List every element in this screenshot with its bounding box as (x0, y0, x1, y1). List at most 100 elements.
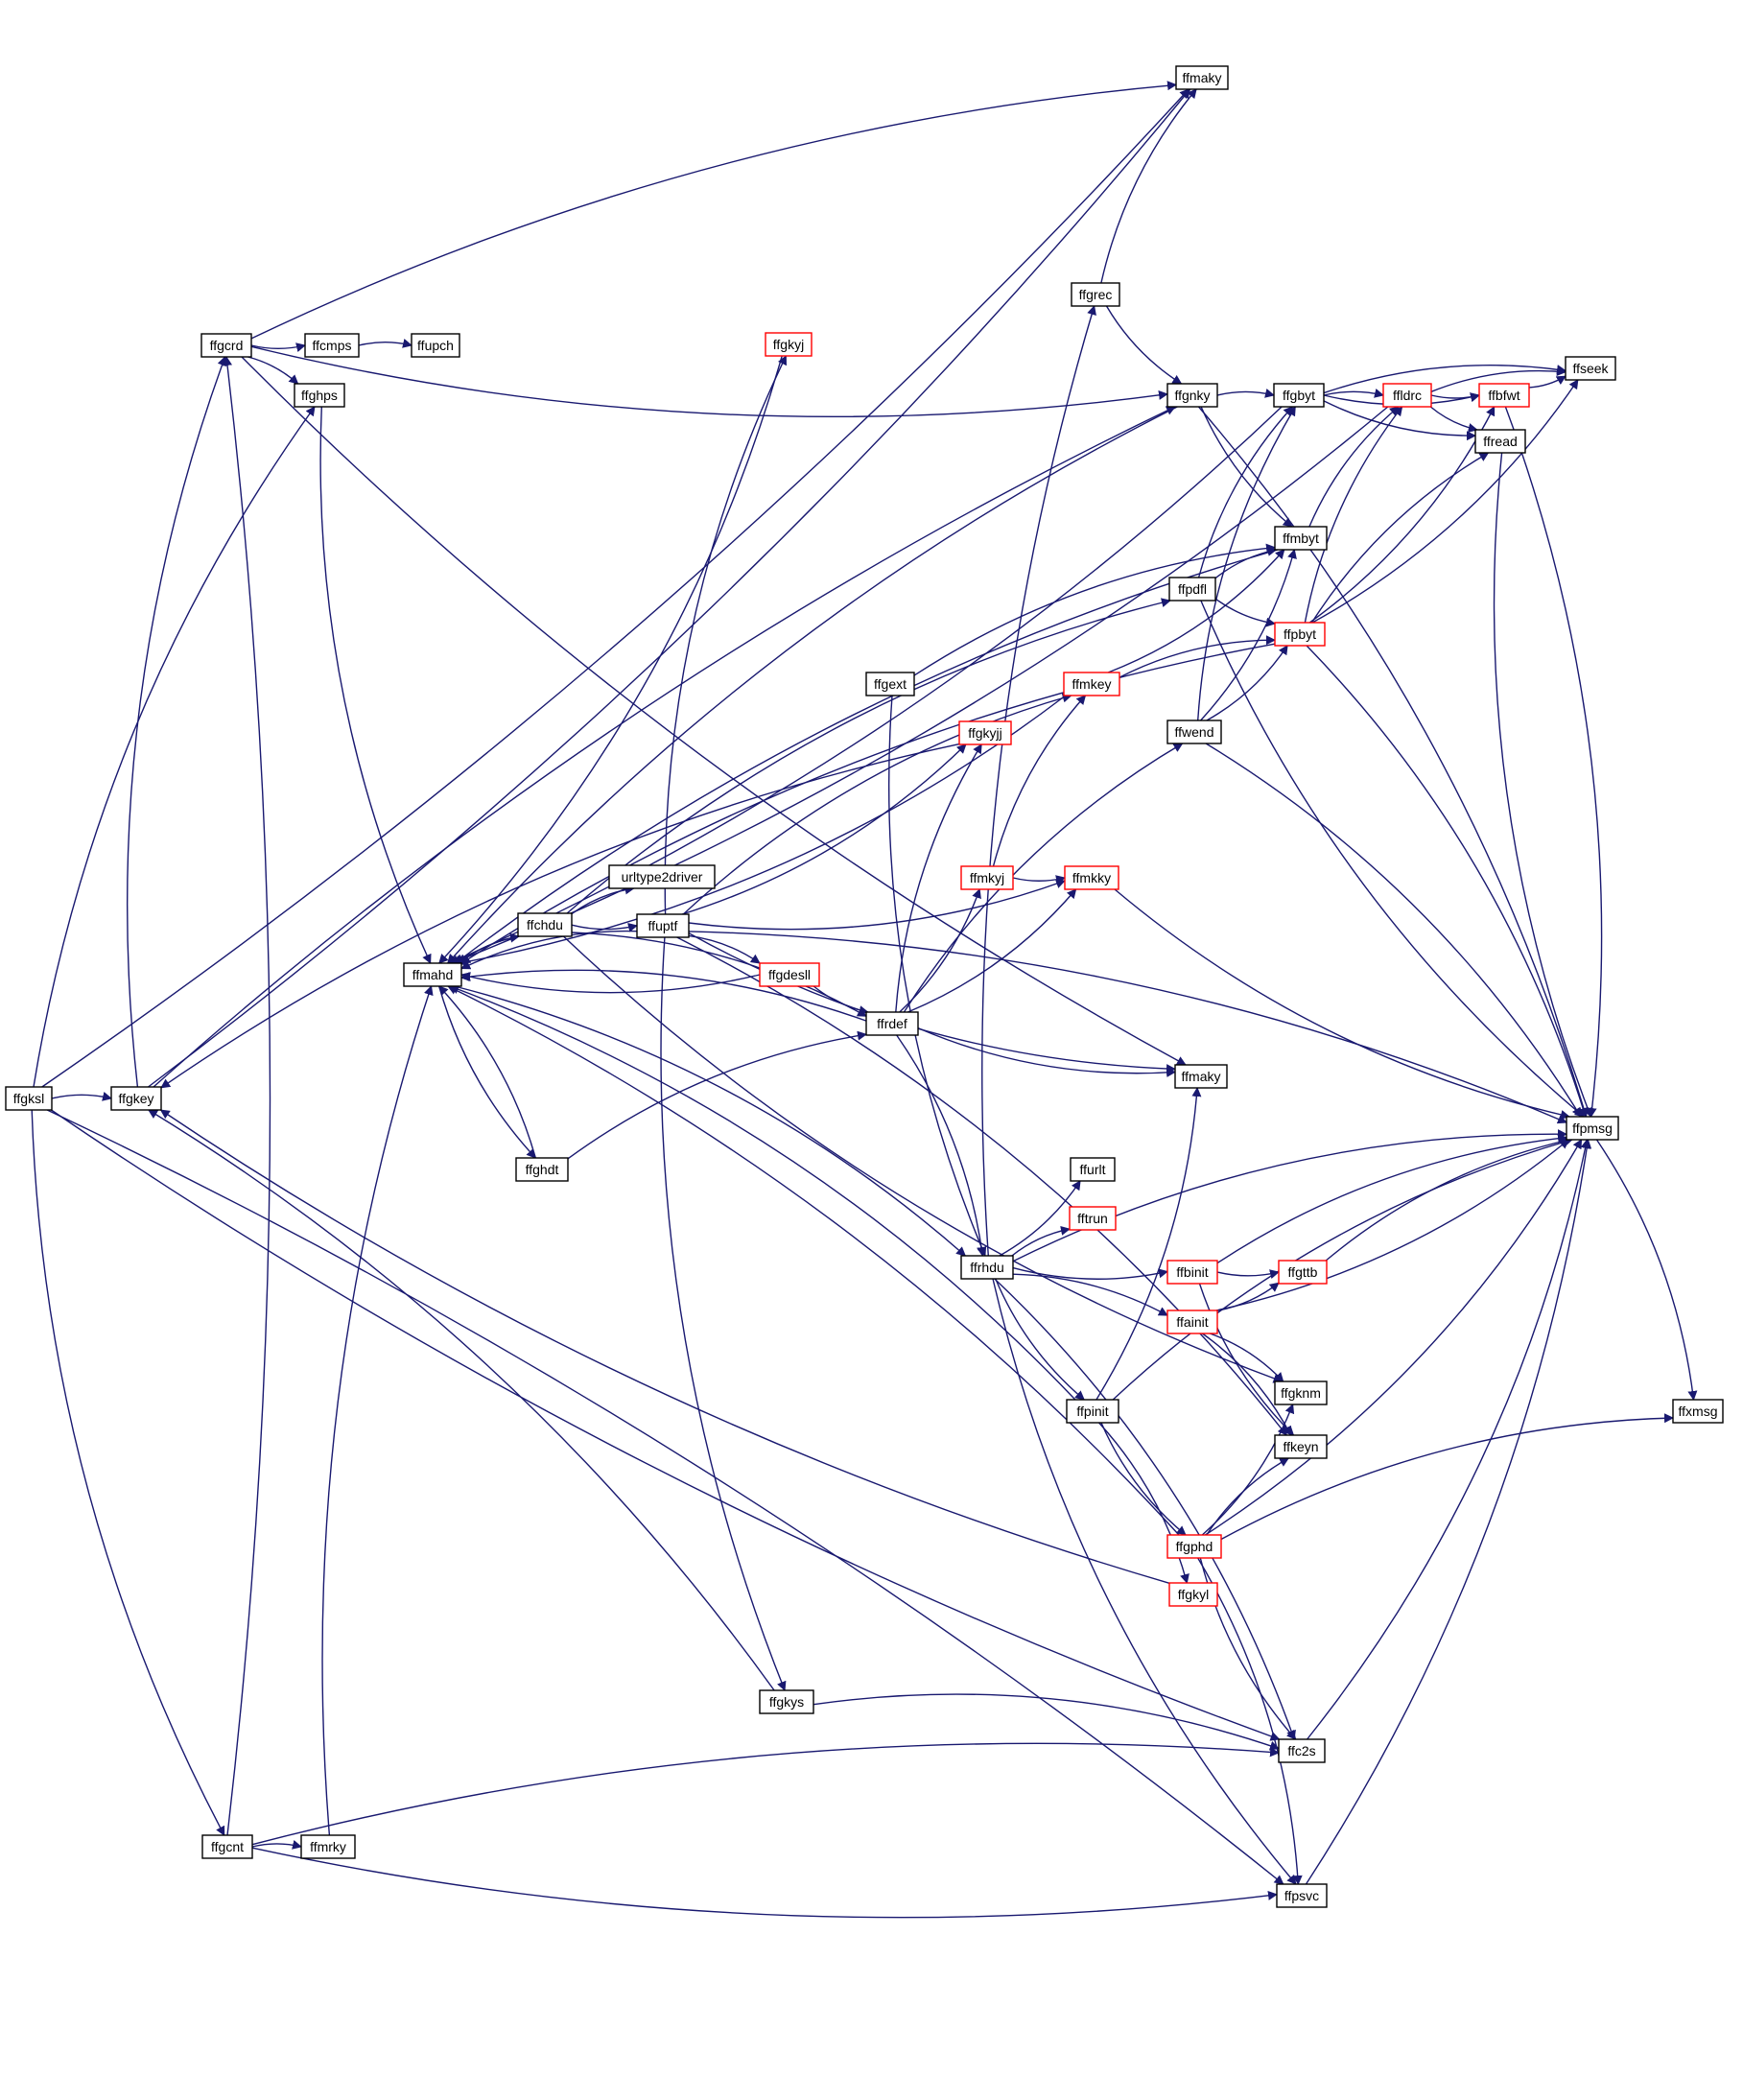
node-ffpbyt[interactable]: ffpbyt (1274, 622, 1326, 647)
node-box-ffgphd[interactable] (1166, 1534, 1222, 1559)
node-box-ffgkyl[interactable] (1168, 1582, 1218, 1607)
node-ffpmsg[interactable]: ffpmsg (1566, 1116, 1619, 1141)
node-box-ffgbyt[interactable] (1273, 383, 1325, 408)
node-box-ffcmps[interactable] (304, 333, 360, 358)
node-box-ffc2s[interactable] (1278, 1738, 1326, 1763)
node-box-ffseek[interactable] (1565, 356, 1616, 381)
node-ffupch[interactable]: ffupch (411, 333, 460, 358)
node-ffcmps[interactable]: ffcmps (304, 333, 360, 358)
node-ffmkyj[interactable]: ffmkyj (960, 865, 1014, 890)
node-box-ffmkyj[interactable] (960, 865, 1014, 890)
node-ffpinit[interactable]: ffpinit (1066, 1399, 1119, 1424)
node-box-ffpbyt[interactable] (1274, 622, 1326, 647)
node-box-ffghps[interactable] (294, 383, 345, 408)
node-box-ffread[interactable] (1474, 429, 1526, 454)
node-box-ffxmsg[interactable] (1672, 1399, 1724, 1424)
node-ffgksl[interactable]: ffgksl (5, 1086, 53, 1111)
node-ffbfwt[interactable]: ffbfwt (1478, 383, 1530, 408)
node-box-ffainit[interactable] (1166, 1310, 1218, 1334)
node-ffread[interactable]: ffread (1474, 429, 1526, 454)
node-box-ffgnky[interactable] (1166, 383, 1218, 408)
node-ffgkey[interactable]: ffgkey (110, 1086, 162, 1111)
node-box-ffgkyj_top[interactable] (765, 332, 813, 357)
node-box-ffpsvc[interactable] (1276, 1883, 1328, 1908)
node-ffurlt[interactable]: ffurlt (1070, 1157, 1116, 1182)
node-box-ffkeyn[interactable] (1274, 1434, 1328, 1459)
node-ffldrc[interactable]: ffldrc (1382, 383, 1432, 408)
node-ffmrky[interactable]: ffmrky (300, 1834, 356, 1859)
node-box-ffpdfl[interactable] (1168, 577, 1216, 602)
node-ffseek[interactable]: ffseek (1565, 356, 1616, 381)
node-box-ffpinit[interactable] (1066, 1399, 1119, 1424)
node-box-ffgknm[interactable] (1274, 1380, 1328, 1405)
node-box-ffgext[interactable] (865, 672, 915, 696)
node-ffmaky_top[interactable]: ffmaky (1175, 65, 1229, 90)
node-box-ffgdesll[interactable] (759, 962, 820, 987)
node-box-ffrdef[interactable] (865, 1011, 919, 1036)
node-box-ffmaky_top[interactable] (1175, 65, 1229, 90)
node-box-ffghdt[interactable] (515, 1157, 569, 1182)
node-ffxmsg[interactable]: ffxmsg (1672, 1399, 1724, 1424)
node-ffrdef[interactable]: ffrdef (865, 1011, 919, 1036)
node-box-ffldrc[interactable] (1382, 383, 1432, 408)
node-fftrun[interactable]: fftrun (1069, 1206, 1117, 1231)
node-ffbinit[interactable]: ffbinit (1166, 1260, 1218, 1285)
node-ffchdu[interactable]: ffchdu (517, 912, 573, 937)
node-ffgkyl[interactable]: ffgkyl (1168, 1582, 1218, 1607)
node-ffghdt[interactable]: ffghdt (515, 1157, 569, 1182)
node-box-ffupch[interactable] (411, 333, 460, 358)
node-box-ffgkyjj[interactable] (958, 720, 1012, 745)
node-ffc2s[interactable]: ffc2s (1278, 1738, 1326, 1763)
node-box-ffgcrd[interactable] (200, 333, 252, 358)
node-box-ffmkky[interactable] (1064, 865, 1119, 890)
node-box-ffgrec[interactable] (1071, 282, 1120, 307)
node-ffmaky_mid[interactable]: ffmaky (1174, 1064, 1228, 1089)
node-box-urltype2driver[interactable] (608, 864, 716, 889)
node-ffainit[interactable]: ffainit (1166, 1310, 1218, 1334)
node-box-ffmbyt[interactable] (1274, 526, 1328, 551)
node-ffpdfl[interactable]: ffpdfl (1168, 577, 1216, 602)
node-ffgcnt[interactable]: ffgcnt (201, 1834, 253, 1859)
node-box-ffgcnt[interactable] (201, 1834, 253, 1859)
node-box-ffurlt[interactable] (1070, 1157, 1116, 1182)
node-ffgttb[interactable]: ffgttb (1278, 1260, 1328, 1285)
node-urltype2driver[interactable]: urltype2driver (608, 864, 716, 889)
node-box-ffgkys[interactable] (759, 1689, 814, 1714)
node-ffmbyt[interactable]: ffmbyt (1274, 526, 1328, 551)
node-ffmkky[interactable]: ffmkky (1064, 865, 1119, 890)
node-box-ffbinit[interactable] (1166, 1260, 1218, 1285)
node-ffgkyj_top[interactable]: ffgkyj (765, 332, 813, 357)
node-box-ffchdu[interactable] (517, 912, 573, 937)
node-box-fftrun[interactable] (1069, 1206, 1117, 1231)
node-ffgbyt[interactable]: ffgbyt (1273, 383, 1325, 408)
node-box-ffwend[interactable] (1166, 720, 1222, 744)
node-ffgcrd[interactable]: ffgcrd (200, 333, 252, 358)
node-ffgphd[interactable]: ffgphd (1166, 1534, 1222, 1559)
node-box-ffuptf[interactable] (636, 913, 690, 938)
node-box-ffgksl[interactable] (5, 1086, 53, 1111)
node-ffgrec[interactable]: ffgrec (1071, 282, 1120, 307)
node-ffpsvc[interactable]: ffpsvc (1276, 1883, 1328, 1908)
node-ffgkys[interactable]: ffgkys (759, 1689, 814, 1714)
node-ffmahd[interactable]: ffmahd (403, 962, 462, 987)
node-ffgkyjj[interactable]: ffgkyjj (958, 720, 1012, 745)
node-ffgext[interactable]: ffgext (865, 672, 915, 696)
node-box-ffmaky_mid[interactable] (1174, 1064, 1228, 1089)
node-box-ffgttb[interactable] (1278, 1260, 1328, 1285)
node-box-ffpmsg[interactable] (1566, 1116, 1619, 1141)
node-ffmkey[interactable]: ffmkey (1063, 672, 1120, 696)
node-ffgdesll[interactable]: ffgdesll (759, 962, 820, 987)
node-ffgknm[interactable]: ffgknm (1274, 1380, 1328, 1405)
node-ffrhdu[interactable]: ffrhdu (960, 1255, 1014, 1280)
node-ffuptf[interactable]: ffuptf (636, 913, 690, 938)
node-ffwend[interactable]: ffwend (1166, 720, 1222, 744)
node-box-ffmkey[interactable] (1063, 672, 1120, 696)
node-box-ffrhdu[interactable] (960, 1255, 1014, 1280)
node-ffgnky[interactable]: ffgnky (1166, 383, 1218, 408)
node-box-ffbfwt[interactable] (1478, 383, 1530, 408)
node-ffkeyn[interactable]: ffkeyn (1274, 1434, 1328, 1459)
node-box-ffmahd[interactable] (403, 962, 462, 987)
node-box-ffgkey[interactable] (110, 1086, 162, 1111)
node-box-ffmrky[interactable] (300, 1834, 356, 1859)
node-ffghps[interactable]: ffghps (294, 383, 345, 408)
